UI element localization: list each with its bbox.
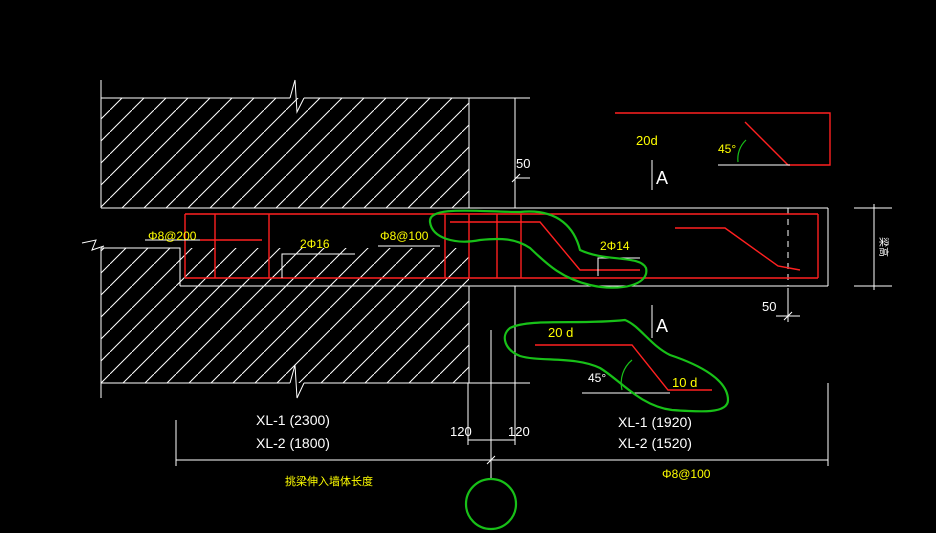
label-stirrup-bottom: Φ8@100 [662,467,711,481]
break-mark-bottom [289,364,305,399]
leader-lines [145,239,640,278]
green-highlight-annotations [428,209,730,531]
beam-depth-text: 梁高 [877,237,890,257]
beam-outline [101,207,829,287]
label-xl1-cantilever: XL-1 (1920) [618,414,692,430]
bottom-dimensions [175,330,829,478]
detail-top: 20d 45° [615,112,831,166]
detail-top-20d: 20d [636,133,658,148]
label-xl1-wall: XL-1 (2300) [256,412,330,428]
label-wall-length: 挑梁伸入墙体长度 [285,474,373,488]
beam-depth-dim: 梁高 [854,204,892,290]
break-mark-left [81,239,105,251]
dim-120-right: 120 [508,424,530,439]
detail-bottom-20d: 20 d [548,325,573,340]
dim-50-top-text: 50 [516,156,530,171]
detail-bottom: 20 d 45° 10 d [535,325,712,394]
masonry-wall [81,79,470,399]
beam-reinforcement [184,213,819,279]
label-stirrup-dense: Φ8@100 [380,229,429,243]
dim-120-left: 120 [450,424,472,439]
section-a-top: A [651,160,668,190]
label-bar-top-left: 2Φ16 [300,237,330,251]
dim-50-bottom: 50 [762,288,800,322]
dim-50-top: 50 [511,156,530,183]
section-a-bottom-text: A [656,316,668,336]
wall-edge-column [469,97,530,384]
dim-50-bottom-text: 50 [762,299,776,314]
label-stirrup-wall: Φ8@200 [148,229,197,243]
section-a-bottom: A [651,305,668,338]
detail-top-45: 45° [718,142,736,156]
label-xl2-cantilever: XL-2 (1520) [618,435,692,451]
label-xl2-wall: XL-2 (1800) [256,435,330,451]
detail-bottom-10d: 10 d [672,375,697,390]
section-a-top-text: A [656,168,668,188]
break-mark-top [289,79,305,114]
label-bar-top-right: 2Φ14 [600,239,630,253]
detail-bottom-45: 45° [588,371,606,385]
